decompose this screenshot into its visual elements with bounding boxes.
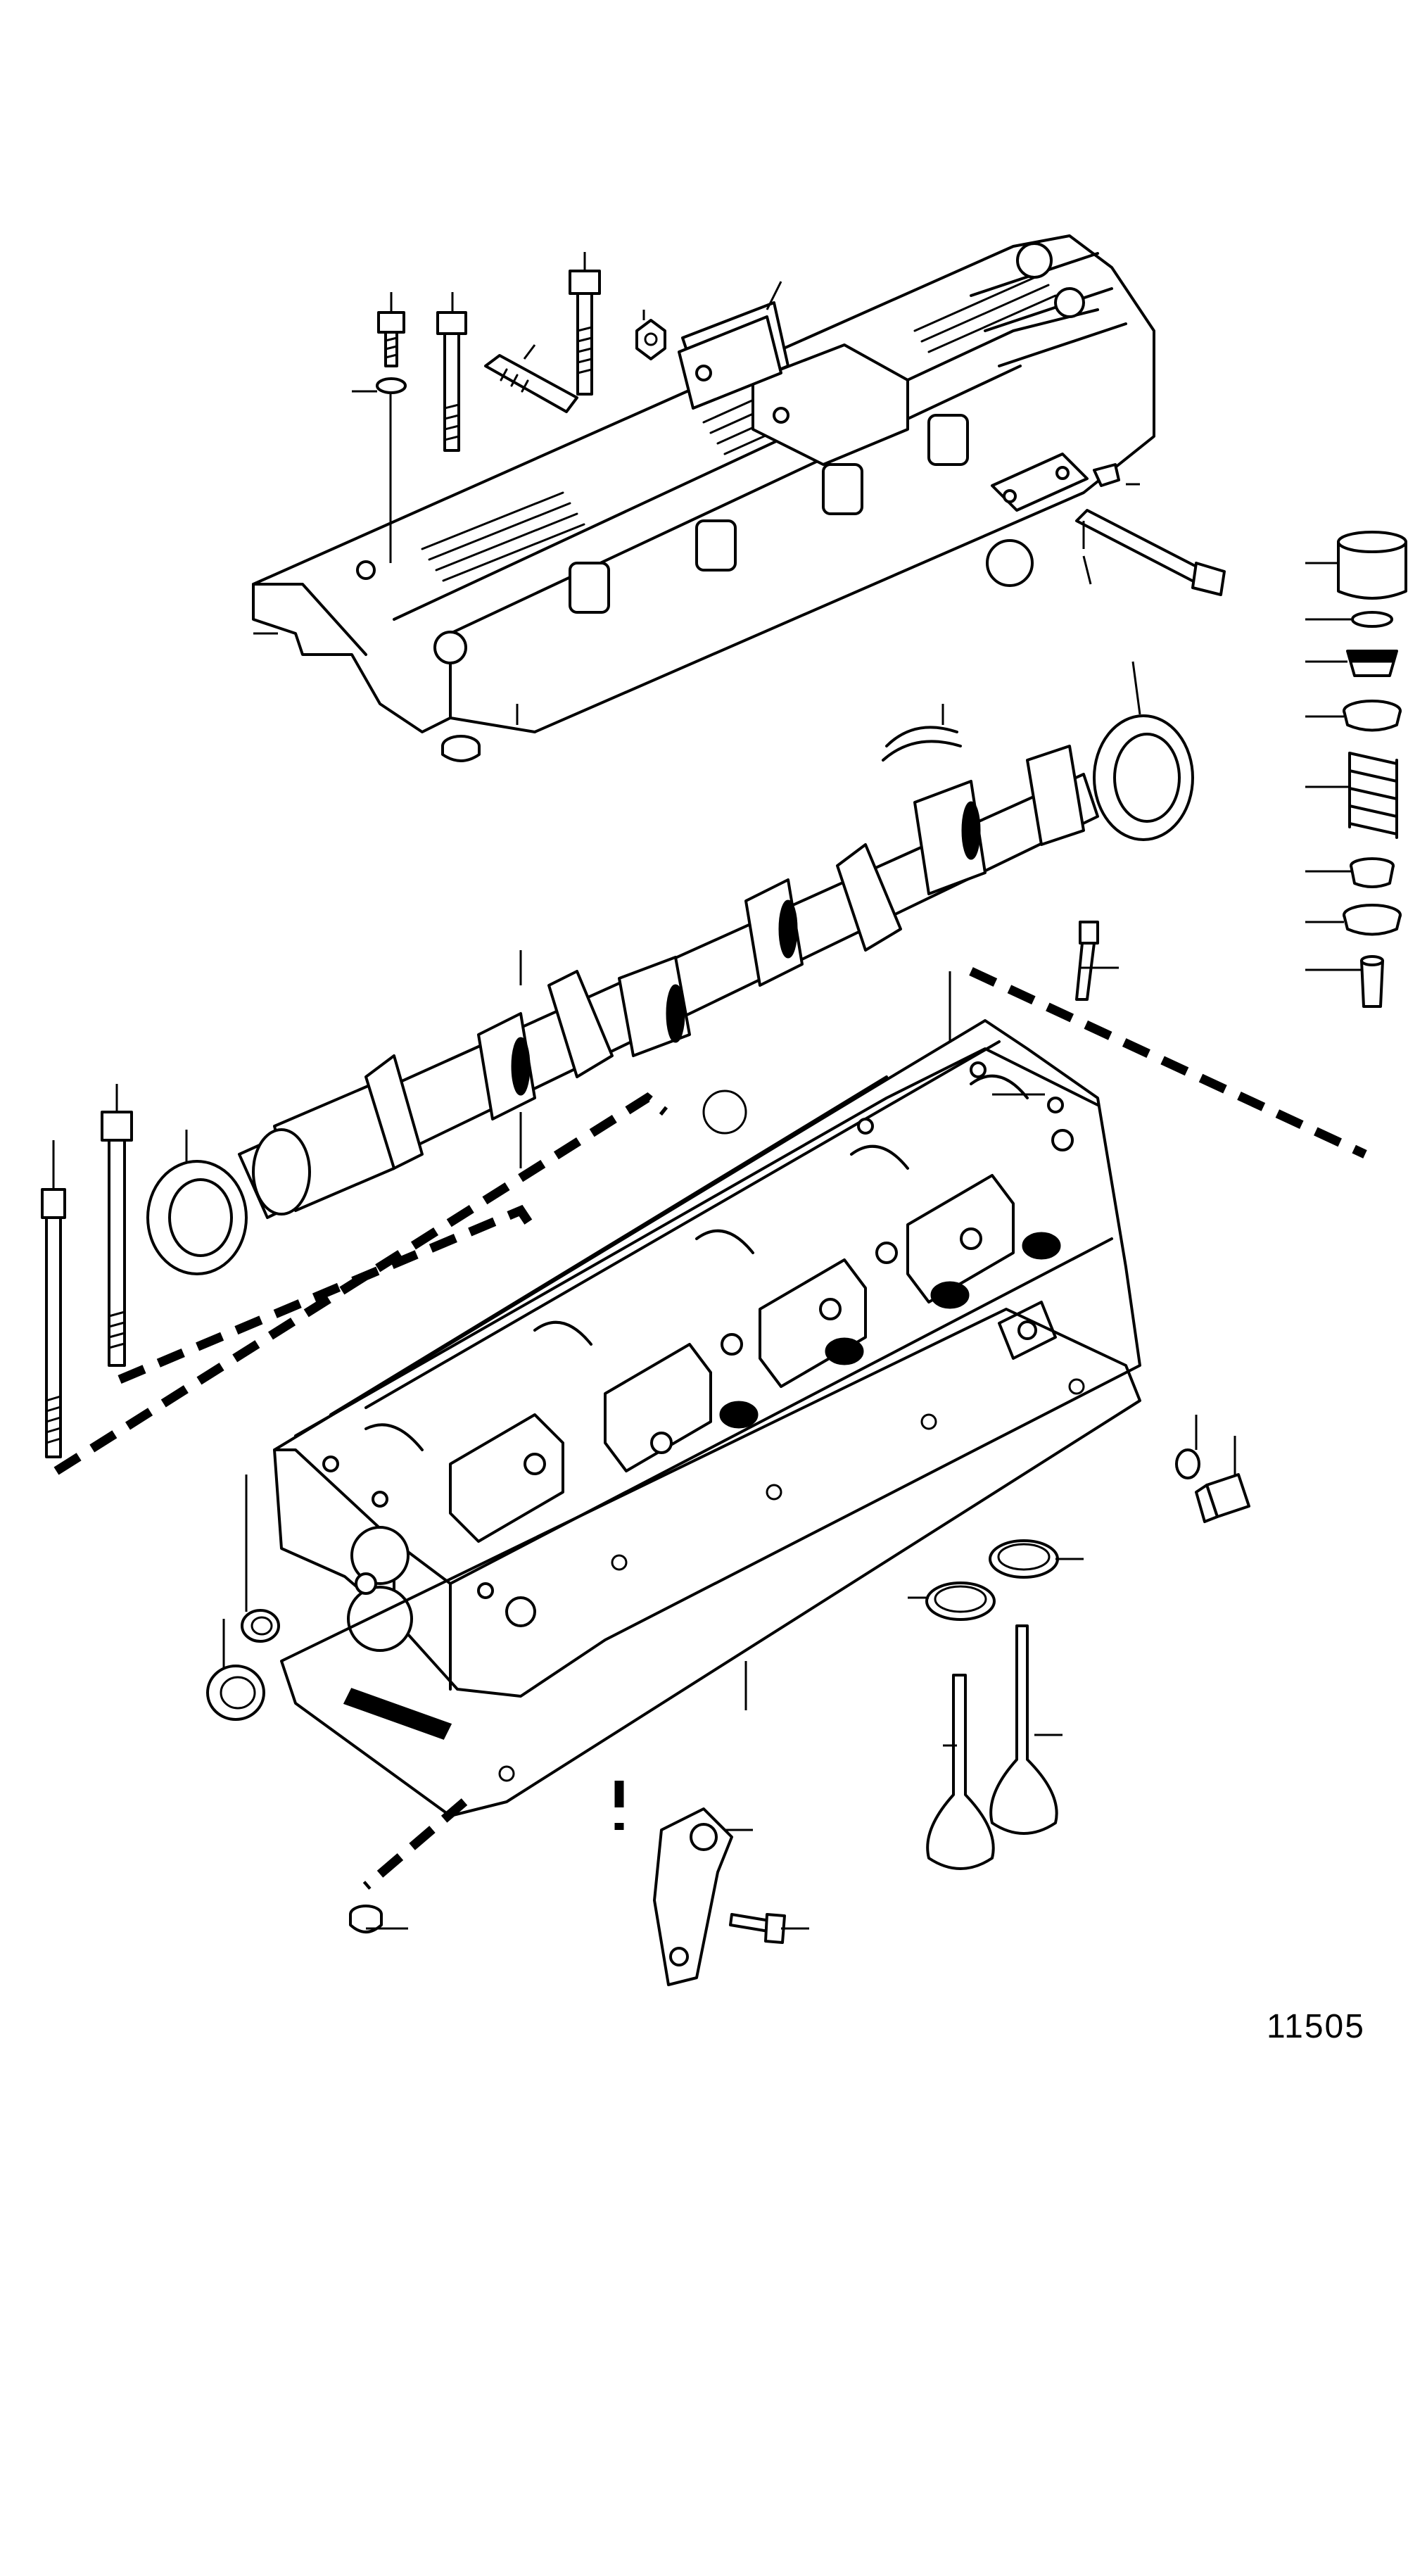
camshaft-leaders	[185, 661, 1141, 1161]
cover-bracket-plate	[678, 315, 782, 410]
cover-bolt-short	[377, 311, 405, 367]
callout-circles	[702, 1090, 747, 1135]
valve-spring-seat	[1343, 904, 1402, 936]
temperature-sensor	[1075, 921, 1099, 1001]
head-leader-lines	[222, 966, 1236, 1930]
locating-dowel	[349, 1905, 383, 1933]
cover-bolt-long	[436, 311, 467, 452]
plug-seal-small	[241, 1609, 280, 1643]
valve-tappet	[1337, 531, 1407, 600]
cover-bolt-top	[569, 270, 601, 396]
valve-train-leaders	[1305, 562, 1362, 971]
cover-clip	[1093, 463, 1120, 487]
exhaust-valve	[989, 1624, 1058, 1835]
camshaft-thrust-washer	[882, 726, 962, 762]
drain-plug-washer	[1175, 1448, 1200, 1479]
cover-clamp-plate	[991, 453, 1089, 512]
head-stud	[41, 1188, 66, 1458]
camshaft	[238, 745, 1099, 1219]
valve-guide	[1360, 955, 1384, 1008]
cover-washer	[376, 377, 407, 394]
intake-valve	[926, 1674, 995, 1870]
head-gasket	[280, 1308, 1141, 1817]
lifting-eye-bracket	[653, 1807, 733, 1986]
head-bolt-long	[101, 1111, 133, 1367]
drain-plug	[1195, 1473, 1250, 1523]
cover-stud-angled	[484, 354, 578, 413]
cover-leader-lines	[253, 252, 1140, 725]
valve-spring-retainer	[1343, 700, 1402, 732]
valve-collets	[1346, 650, 1398, 677]
valve-seat-rings	[925, 1539, 1059, 1621]
head-bolt-leaders	[52, 1084, 118, 1189]
cover-dowel	[441, 735, 481, 762]
cover-nut	[635, 319, 666, 360]
valve-stem-seal	[1350, 857, 1395, 888]
cylinder-head	[273, 1019, 1141, 1698]
bracket-bolt	[729, 1913, 786, 1944]
valve-shim	[1351, 611, 1393, 628]
cover-long-bolt	[1075, 509, 1226, 596]
plug-seal-large	[206, 1665, 265, 1721]
figure-reference-number: 11505	[1267, 2008, 1365, 2045]
valve-spring	[1348, 752, 1398, 839]
cover-seal-ring	[986, 539, 1034, 587]
camshaft-seal-front	[146, 1160, 248, 1275]
camshaft-seal-rear	[1093, 714, 1194, 841]
